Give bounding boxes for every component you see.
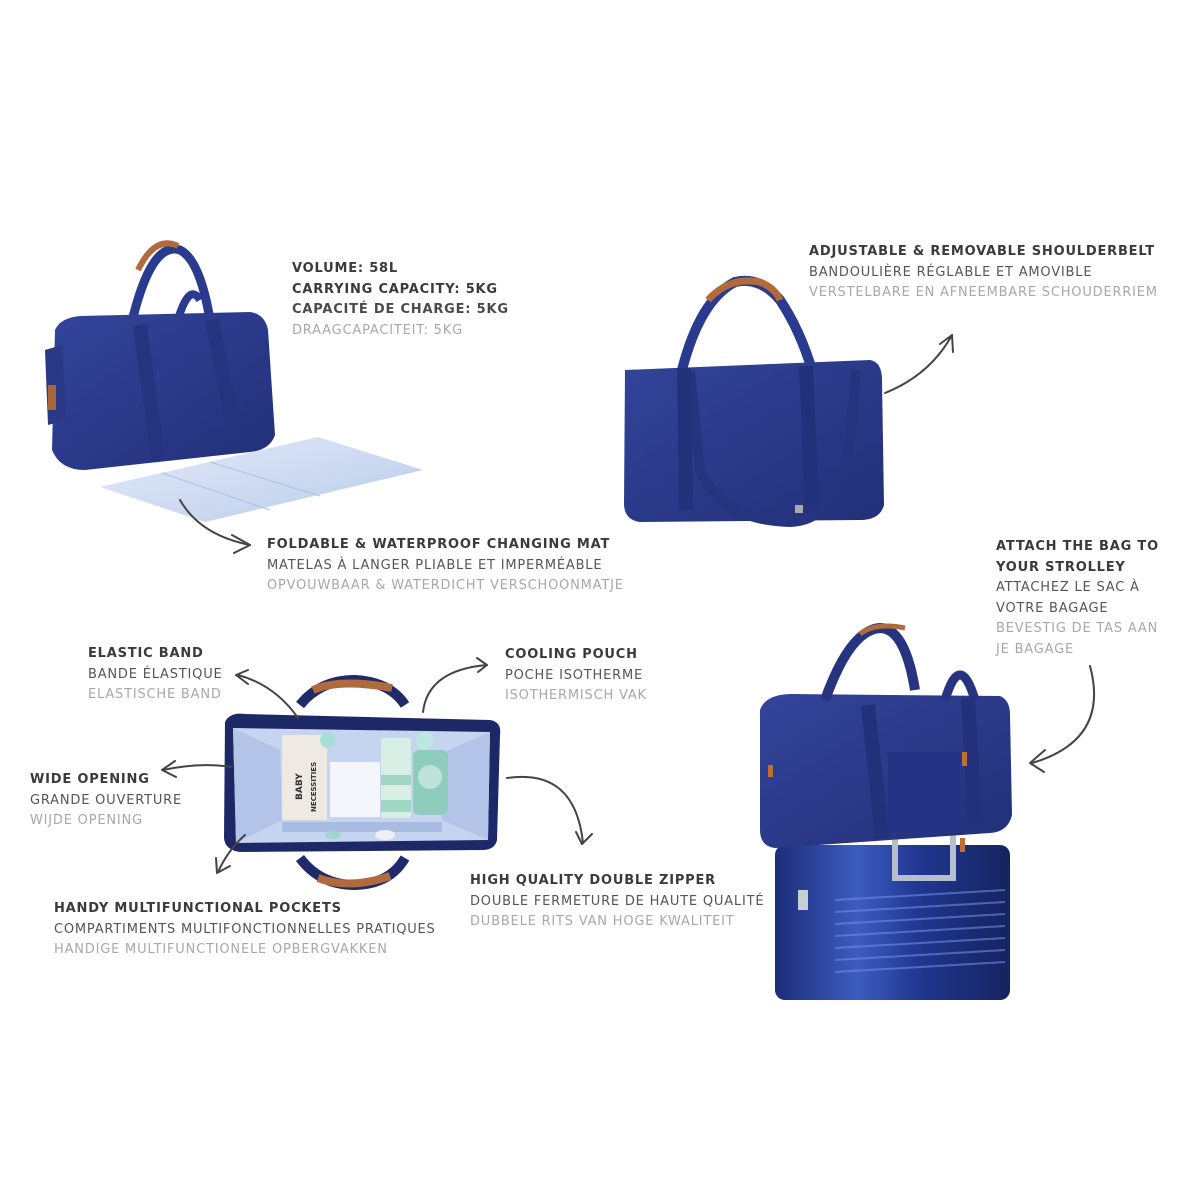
arrow-zipper-icon [506,775,584,844]
feature-title-fr: DOUBLE FERMETURE DE HAUTE QUALITÉ [470,893,765,909]
baby-pouch-label-2: NECESSITIES [310,762,318,812]
feature-title-nl: OPVOUWBAAR & WATERDICHT VERSCHOONMATJE [267,578,624,593]
feature-title-en: ADJUSTABLE & REMOVABLE SHOULDERBELT [809,244,1155,259]
feature-pockets: HANDY MULTIFUNCTIONAL POCKETS COMPARTIME… [54,899,436,961]
feature-zipper: HIGH QUALITY DOUBLE ZIPPER DOUBLE FERMET… [470,871,764,933]
spec-capacity-fr: CAPACITÉ DE CHARGE: 5KG [292,302,509,317]
feature-title-en: WIDE OPENING [30,772,150,787]
arrows [161,334,1095,874]
feature-wide-opening: WIDE OPENING GRANDE OUVERTURE WIJDE OPEN… [30,770,182,832]
specs-block: VOLUME: 58L CARRYING CAPACITY: 5KG CAPAC… [292,259,509,341]
feature-title-en: COOLING POUCH [505,647,638,662]
feature-title-nl: ELASTISCHE BAND [88,687,222,702]
feature-title-fr: POCHE ISOTHERME [505,667,643,683]
bag-on-strolley-image [760,622,1012,1000]
feature-title-en: ELASTIC BAND [88,646,204,661]
feature-title-nl: DUBBELE RITS VAN HOGE KWALITEIT [470,914,735,929]
arrow-strolley-icon [1031,665,1095,764]
feature-title-fr-2: VOTRE BAGAGE [996,600,1109,616]
arrow-elastic-band-icon [237,674,299,719]
feature-cooling-pouch: COOLING POUCH POCHE ISOTHERME ISOTHERMIS… [505,645,647,707]
feature-title-fr-1: ATTACHEZ LE SAC À [996,580,1140,595]
spec-capacity-en: CARRYING CAPACITY: 5KG [292,281,498,297]
spec-volume: VOLUME: 58L [292,261,398,276]
feature-title-fr: COMPARTIMENTS MULTIFONCTIONNELLES PRATIQ… [54,921,436,937]
feature-title-nl-2: JE BAGAGE [996,641,1074,657]
feature-title-en: FOLDABLE & WATERPROOF CHANGING MAT [267,537,611,552]
arrow-cooling-pouch-icon [422,664,488,713]
bag-front-shoulderbelt-image [624,275,884,528]
suitcase [775,845,1010,1000]
arrow-pockets-icon [217,834,246,873]
feature-title-fr: GRANDE OUVERTURE [30,792,182,808]
feature-changing-mat: FOLDABLE & WATERPROOF CHANGING MAT MATEL… [267,535,624,597]
feature-elastic-band: ELASTIC BAND BANDE ÉLASTIQUE ELASTISCHE … [88,644,223,706]
feature-title-nl-1: BEVESTIG DE TAS AAN [996,621,1159,636]
feature-title-nl: HANDIGE MULTIFUNCTIONELE OPBERGVAKKEN [54,942,388,957]
feature-title-en: HIGH QUALITY DOUBLE ZIPPER [470,873,716,888]
feature-title-nl: VERSTELBARE EN AFNEEMBARE SCHOUDERRIEM [809,285,1158,300]
feature-strolley: ATTACH THE BAG TO YOUR STROLLEY ATTACHEZ… [996,537,1159,660]
feature-title-fr: BANDOULIÈRE RÉGLABLE ET AMOVIBLE [809,264,1093,280]
arrow-shoulderbelt-icon [884,334,953,394]
feature-shoulderbelt: ADJUSTABLE & REMOVABLE SHOULDERBELT BAND… [809,242,1158,304]
feature-title-fr: MATELAS À LANGER PLIABLE ET IMPERMÉABLE [267,557,603,573]
feature-title-en: HANDY MULTIFUNCTIONAL POCKETS [54,901,342,916]
spec-capacity-nl: DRAAGCAPACITEIT: 5KG [292,322,463,338]
feature-title-fr: BANDE ÉLASTIQUE [88,666,223,682]
arrow-wide-opening-icon [162,764,233,771]
feature-title-nl: ISOTHERMISCH VAK [505,688,647,703]
feature-title-nl: WIJDE OPENING [30,813,143,828]
baby-pouch-label-1: BABY [295,773,305,800]
arrow-changing-mat-icon [179,499,251,546]
bag-interior-image: BABY NECESSITIES [224,674,501,891]
feature-title-en-2: YOUR STROLLEY [996,559,1126,575]
feature-title-en-1: ATTACH THE BAG TO [996,539,1159,554]
